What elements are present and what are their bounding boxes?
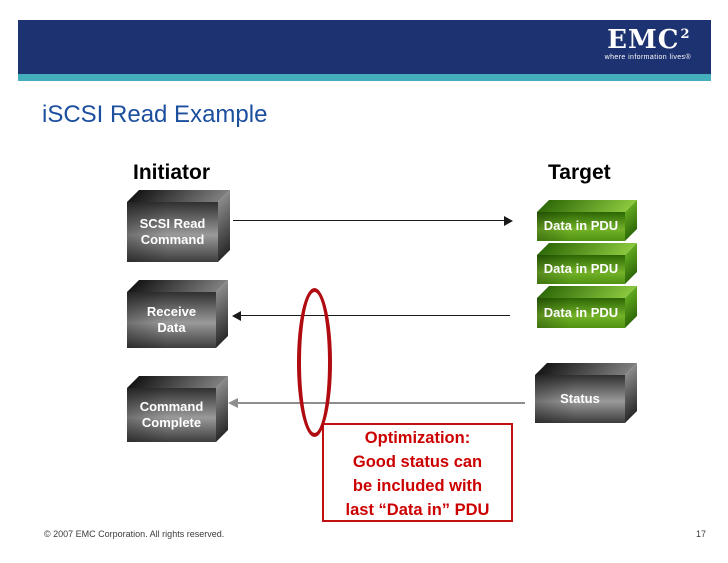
page-number: 17 [696, 529, 707, 539]
arrow-shaft [240, 315, 510, 316]
box-label: Command Complete [127, 388, 216, 442]
header-bar: EMC2 where information lives® [18, 20, 711, 74]
box-3d-side [216, 376, 228, 442]
scsi-read-command-box: SCSI Read Command [127, 190, 230, 262]
box-label-line: Command [140, 232, 205, 247]
optimization-note: Optimization: Good status can be include… [322, 423, 513, 522]
box-label-line: Data in PDU [543, 218, 619, 234]
box-label: Status [535, 375, 625, 423]
data-in-pdu-box-2: Data in PDU [537, 243, 637, 284]
box-label-line: Data in PDU [543, 261, 619, 277]
box-label-line: Command [139, 398, 204, 414]
note-line: Good status can [352, 453, 483, 471]
receive-data-box: Receive Data [127, 280, 228, 348]
box-label: Receive Data [127, 292, 216, 348]
page-title: iSCSI Read Example [42, 101, 268, 128]
note-line: last “Data in” PDU [345, 501, 490, 519]
teal-divider [18, 74, 711, 81]
box-label-line: Receive [146, 303, 197, 319]
data-in-arrow [232, 311, 510, 321]
arrow-head-icon [228, 398, 238, 408]
box-3d-side [625, 363, 637, 423]
box-label: Data in PDU [537, 298, 625, 328]
scsi-command-arrow [233, 216, 513, 226]
target-header: Target [548, 161, 611, 184]
box-3d-top [127, 376, 228, 388]
box-3d-top [535, 363, 637, 375]
arrow-shaft [236, 402, 525, 404]
box-label-line: Data in PDU [543, 304, 619, 320]
initiator-header: Initiator [133, 161, 210, 184]
note-line: be included with [352, 477, 483, 495]
box-3d-side [216, 280, 228, 348]
emc-tagline: where information lives® [604, 54, 691, 61]
box-label-line: Data [157, 320, 186, 335]
box-3d-top [537, 243, 637, 255]
box-3d-top [127, 280, 228, 292]
emc-logo-superscript: 2 [680, 27, 690, 42]
status-box: Status [535, 363, 637, 423]
box-label: Data in PDU [537, 255, 625, 284]
box-3d-top [537, 200, 637, 212]
emc-logo: EMC2 where information lives® [605, 26, 691, 61]
box-label: Data in PDU [537, 212, 625, 241]
status-arrow [228, 398, 525, 408]
arrow-head-icon [504, 216, 513, 226]
box-3d-top [127, 190, 230, 202]
box-3d-top [537, 286, 637, 298]
arrow-head-icon [232, 311, 241, 321]
data-in-pdu-box-1: Data in PDU [537, 200, 637, 241]
box-label-line: SCSI Read [139, 215, 206, 231]
emphasis-ellipse [297, 288, 332, 437]
emc-logo-text: EMC [607, 25, 680, 55]
box-label: SCSI Read Command [127, 202, 218, 262]
emc-logo-wordmark: EMC2 [605, 26, 691, 54]
box-3d-side [218, 190, 230, 262]
note-line: Optimization: [364, 429, 471, 447]
box-label-line: Status [560, 390, 600, 406]
data-in-pdu-box-3: Data in PDU [537, 286, 637, 328]
command-complete-box: Command Complete [127, 376, 228, 442]
copyright-text: © 2007 EMC Corporation. All rights reser… [44, 529, 225, 539]
arrow-shaft [233, 220, 505, 221]
box-label-line: Complete [141, 415, 202, 430]
